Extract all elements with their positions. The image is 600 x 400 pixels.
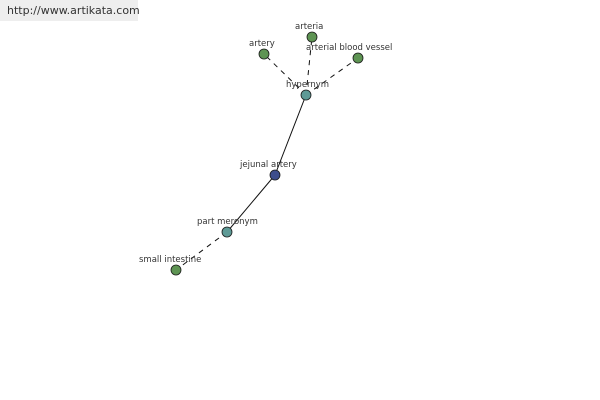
label-hypernym: hypernym (286, 80, 329, 90)
label-part-meronym: part meronym (197, 217, 258, 227)
edge-hypernym-arterial-blood-vessel (305, 57, 359, 96)
edge-jejunal-artery-part-meronym (226, 174, 276, 233)
site-url-watermark: http://www.artikata.com (0, 0, 140, 21)
edge-jejunal-artery-hypernym (274, 94, 307, 176)
label-artery: artery (249, 39, 275, 49)
node-artery[interactable] (258, 48, 270, 60)
node-arteria[interactable] (306, 31, 318, 43)
label-small-intestine: small intestine (139, 255, 201, 265)
node-part-meronym[interactable] (221, 226, 233, 238)
edge-part-meronym-small-intestine (175, 231, 228, 271)
label-arteria: arteria (295, 22, 323, 32)
node-jejunal-artery[interactable] (269, 169, 281, 181)
label-arterial-blood-vessel: arterial blood vessel (306, 43, 392, 53)
node-arterial-blood-vessel[interactable] (352, 52, 364, 64)
node-small-intestine[interactable] (170, 264, 182, 276)
label-jejunal-artery: jejunal artery (239, 160, 297, 170)
node-hypernym[interactable] (300, 89, 312, 101)
